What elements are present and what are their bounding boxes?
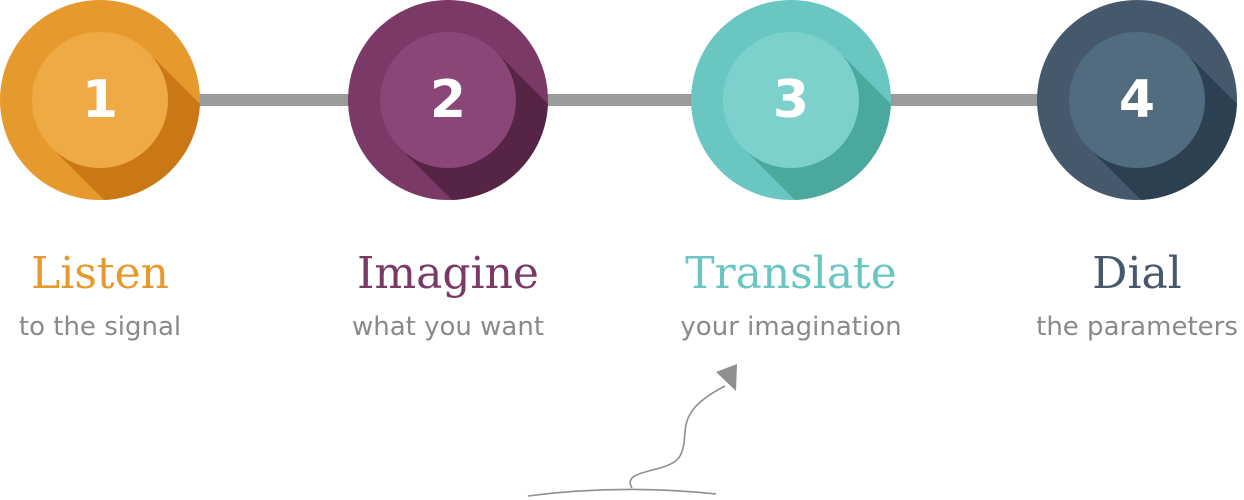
step-2-number: 2	[429, 70, 467, 130]
step-4-number: 4	[1118, 70, 1156, 130]
step-4-subtitle: the parameters	[1036, 312, 1238, 342]
step-1-number: 1	[81, 70, 119, 130]
step-3-number: 3	[772, 70, 810, 130]
step-3-subtitle: your imagination	[680, 312, 902, 342]
connector-2-3	[538, 94, 703, 106]
pointer-arrow-icon	[527, 364, 737, 497]
step-4-badge	[1037, 0, 1237, 200]
step-2: 2 Imagine what you want	[318, 0, 578, 360]
step-3-badge	[691, 0, 891, 200]
step-1: 1 Listen to the signal	[0, 0, 230, 360]
step-1-subtitle: to the signal	[18, 312, 182, 342]
connector-3-4	[880, 94, 1050, 106]
step-3: 3 Translate your imagination	[661, 0, 921, 360]
step-2-badge	[348, 0, 548, 200]
step-4-title: Dial	[1092, 248, 1182, 299]
step-2-subtitle: what you want	[351, 312, 545, 342]
step-1-title: Listen	[31, 248, 169, 299]
step-4: 4 Dial the parameters	[1007, 0, 1244, 360]
connector-1-2	[190, 94, 360, 106]
step-1-badge	[0, 0, 200, 200]
step-3-title: Translate	[685, 248, 897, 299]
step-2-title: Imagine	[357, 248, 539, 299]
